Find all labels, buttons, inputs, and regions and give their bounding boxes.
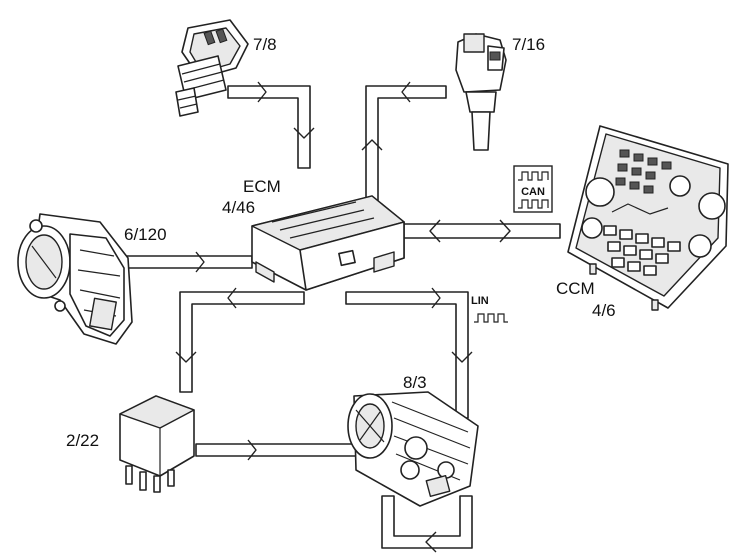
- pipe-throttle-to-ecm: [123, 255, 253, 269]
- label-ecm-code: 4/46: [222, 198, 255, 217]
- label-temperature-sensor: 7/16: [512, 35, 545, 54]
- pipe-compressor-loop: [381, 495, 473, 549]
- lin-signal-icon: LIN: [471, 295, 508, 323]
- climate-control-panel-icon: [567, 125, 729, 311]
- pipe-relay-to-compressor: [195, 443, 361, 457]
- throttle-body-icon: [17, 213, 133, 345]
- label-relay: 2/22: [66, 431, 99, 450]
- ecm-module-icon: [251, 195, 405, 291]
- pressure-sensor-icon: [175, 19, 249, 117]
- can-label: CAN: [521, 186, 545, 198]
- ccm-button-grid: [603, 149, 681, 276]
- label-throttle: 6/120: [124, 225, 167, 244]
- lin-label: LIN: [471, 295, 489, 307]
- label-ecm-name: ECM: [243, 177, 281, 196]
- label-pressure-sensor: 7/8: [253, 35, 277, 54]
- temperature-sensor-icon: [455, 33, 507, 151]
- pipe-ecm-ccm: [387, 223, 561, 239]
- relay-icon: [119, 395, 195, 493]
- ac-compressor-icon: [347, 391, 479, 507]
- label-ccm-code: 4/6: [592, 301, 616, 320]
- pipe-ecm-to-relay: [179, 291, 305, 393]
- label-ccm-name: CCM: [556, 279, 595, 298]
- can-signal-icon: CAN: [513, 165, 553, 213]
- label-compressor: 8/3: [403, 373, 427, 392]
- pipe-pressure-to-ecm: [227, 85, 311, 169]
